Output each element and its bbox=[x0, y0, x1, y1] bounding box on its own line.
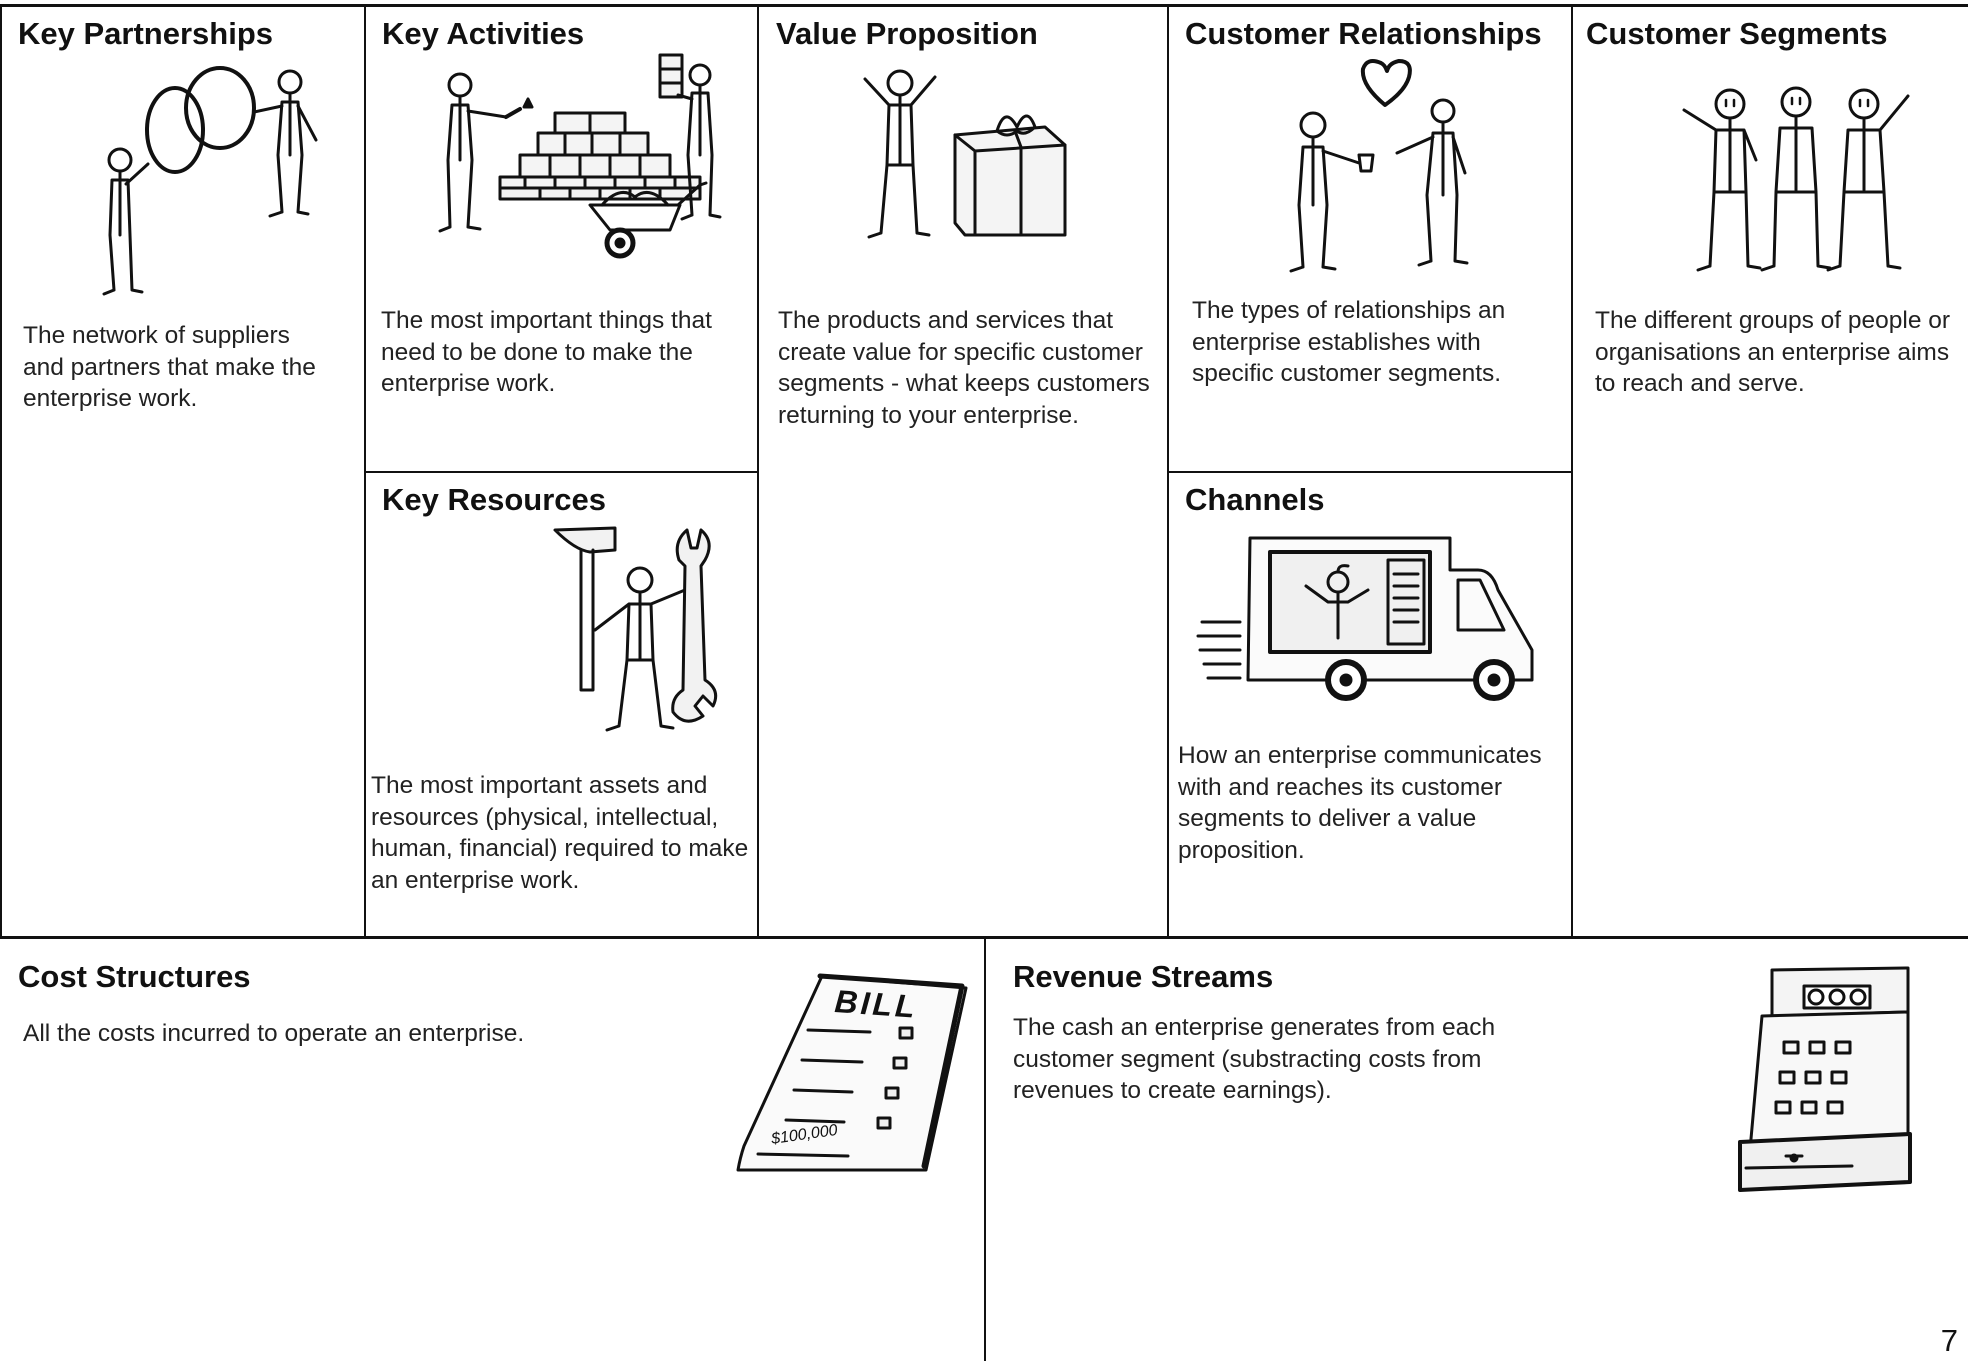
key-activities-title: Key Activities bbox=[382, 16, 585, 51]
person-with-gift-box-icon bbox=[835, 65, 1085, 245]
revenue-streams-description: The cash an enterprise generates from ea… bbox=[1013, 1014, 1496, 1104]
people-building-brick-wall-icon bbox=[420, 53, 730, 270]
left-border bbox=[0, 4, 2, 939]
partners-linking-rings-icon bbox=[70, 60, 330, 300]
divider-value-relationships bbox=[1167, 4, 1169, 939]
group-of-three-people-icon bbox=[1668, 80, 1918, 275]
channels-title: Channels bbox=[1185, 482, 1325, 517]
activities-resources-divider bbox=[364, 471, 758, 473]
customer-segments-title: Customer Segments bbox=[1586, 16, 1888, 51]
page-number: 7 bbox=[1940, 1323, 1958, 1358]
key-partnerships-title: Key Partnerships bbox=[18, 16, 273, 51]
customer-segments-description: The different groups of people or organi… bbox=[1595, 307, 1951, 397]
customer-relationships-description: The types of relationships an enterprise… bbox=[1192, 297, 1506, 387]
cash-register-icon bbox=[1732, 962, 1914, 1197]
key-activities-description: The most important things that need to b… bbox=[381, 307, 712, 397]
top-border bbox=[0, 4, 1968, 7]
divider-activities-value bbox=[757, 4, 759, 939]
value-proposition-description: The products and services that create va… bbox=[778, 307, 1150, 429]
revenue-streams-title: Revenue Streams bbox=[1013, 959, 1274, 994]
customer-relationships-title: Customer Relationships bbox=[1185, 16, 1542, 51]
divider-relationships-segments bbox=[1571, 4, 1573, 939]
key-resources-description: The most important assets and resources … bbox=[371, 772, 749, 894]
people-exchanging-with-heart-icon bbox=[1275, 55, 1485, 275]
person-with-hammer-and-wrench-icon bbox=[545, 520, 730, 740]
bill-heading: BILL bbox=[834, 983, 919, 1025]
food-truck-icon bbox=[1188, 530, 1534, 701]
divider-cost-revenue bbox=[984, 936, 986, 1361]
key-resources-title: Key Resources bbox=[382, 482, 607, 517]
relationships-channels-divider bbox=[1167, 471, 1572, 473]
bill-icon: BILL $100,000 bbox=[730, 970, 970, 1180]
divider-partnerships-activities bbox=[364, 4, 366, 939]
cost-structures-title: Cost Structures bbox=[18, 959, 251, 994]
channels-description: How an enterprise communicates with and … bbox=[1178, 742, 1542, 864]
key-partnerships-description: The network of suppliers and partners th… bbox=[23, 322, 316, 412]
value-proposition-title: Value Proposition bbox=[776, 16, 1038, 51]
cost-structures-description: All the costs incurred to operate an ent… bbox=[23, 1020, 525, 1047]
